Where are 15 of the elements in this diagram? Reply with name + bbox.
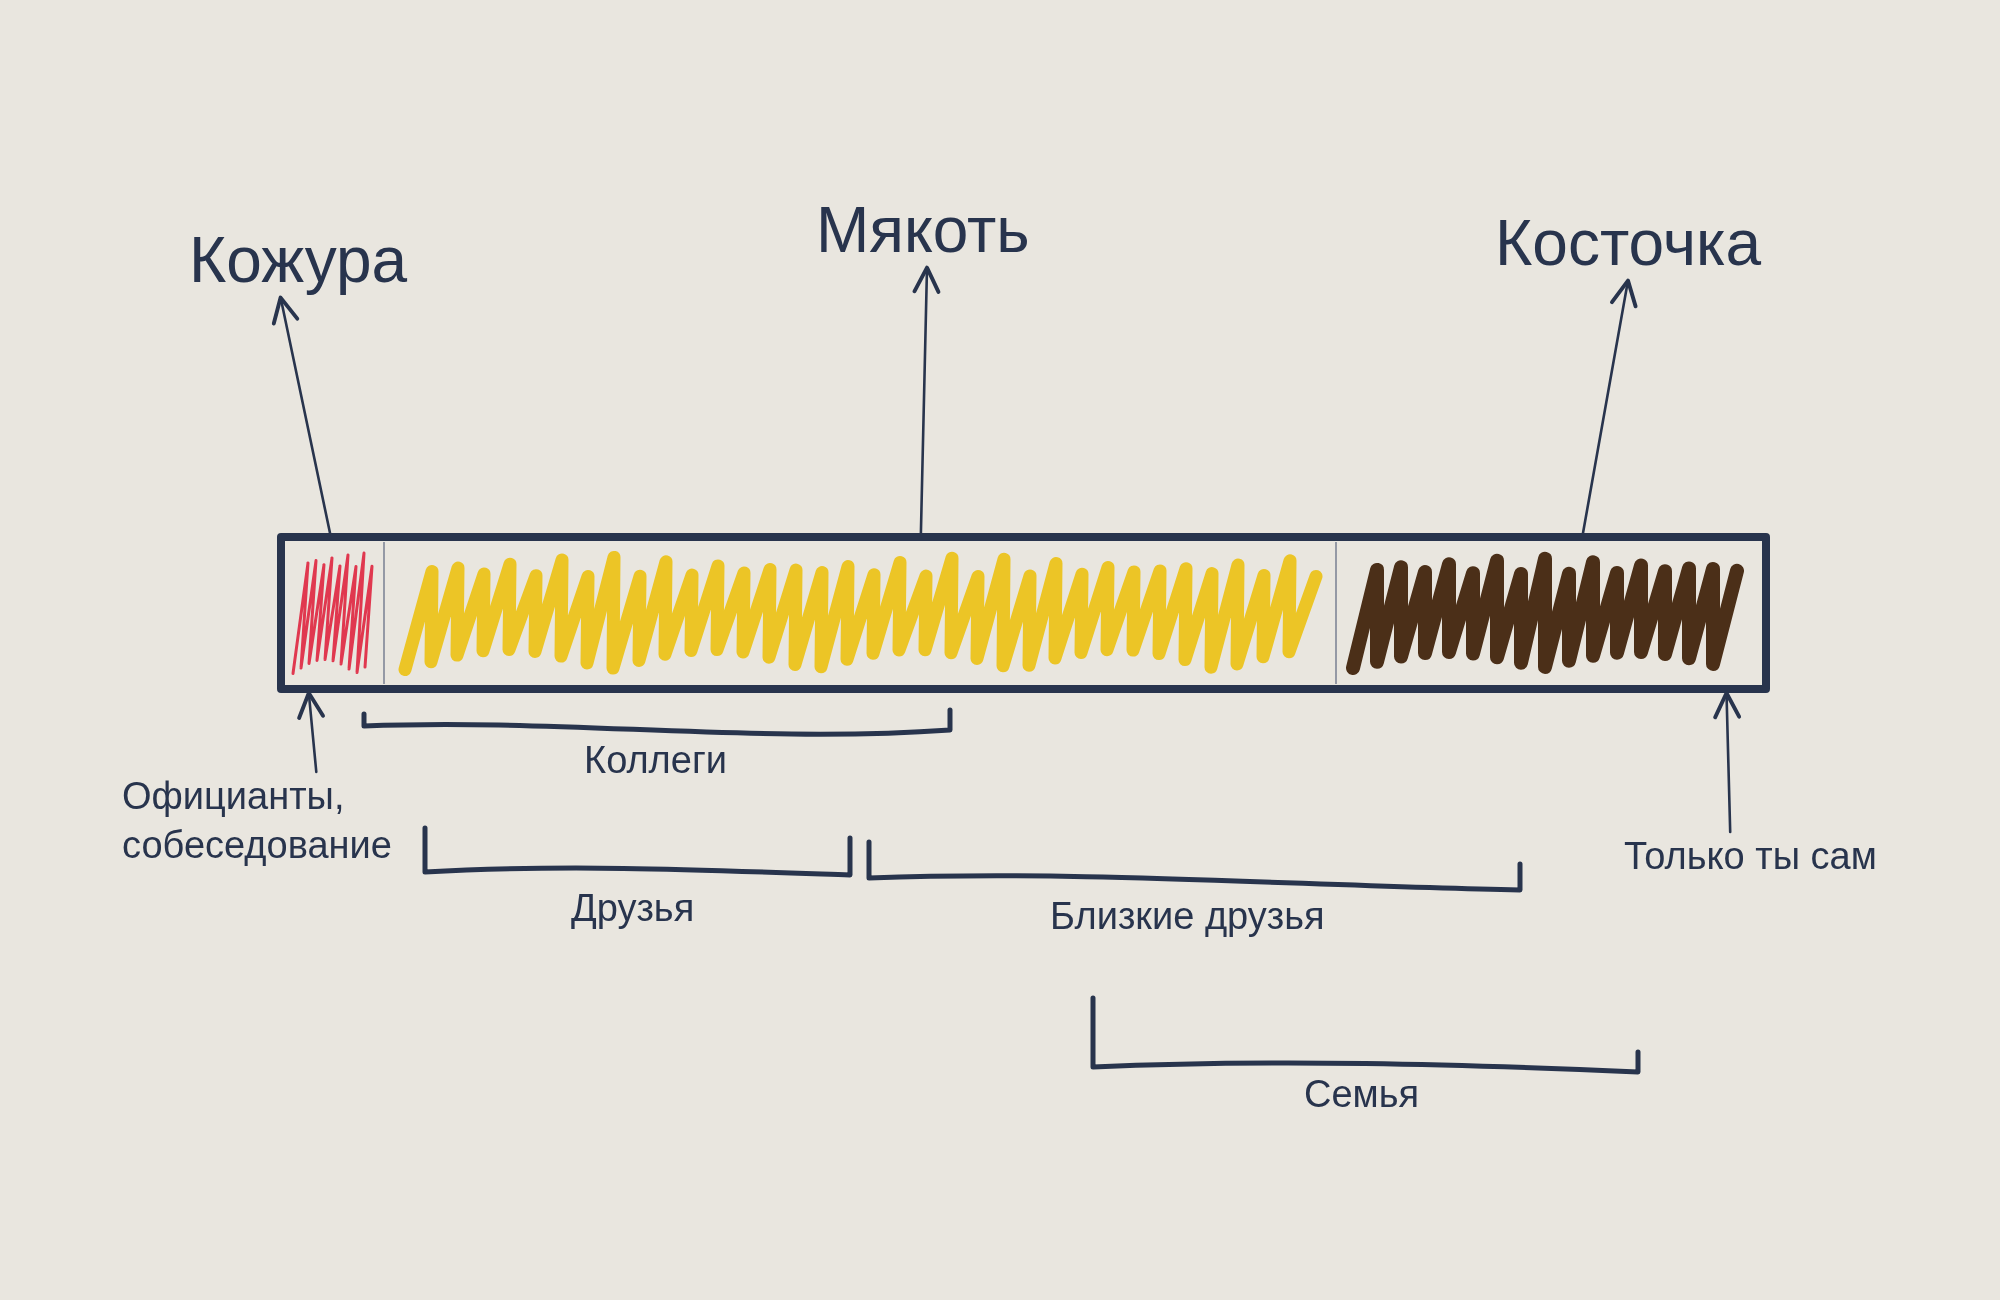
part-label: Мякоть bbox=[816, 194, 1030, 268]
arrow bbox=[297, 691, 325, 774]
arrow bbox=[912, 265, 941, 535]
bracket-caption: Семья bbox=[1304, 1072, 1420, 1117]
bar-outline bbox=[277, 533, 1770, 693]
part-label: Кожура bbox=[189, 224, 408, 298]
arrow bbox=[1581, 278, 1638, 535]
callout-text: Только ты сам bbox=[1624, 832, 1877, 882]
bracket-caption: Близкие друзья bbox=[1050, 894, 1325, 939]
callout-text: Официанты, собеседование bbox=[122, 772, 392, 871]
arrow bbox=[1713, 691, 1742, 834]
arrow bbox=[271, 295, 332, 535]
bracket-caption: Друзья bbox=[571, 886, 695, 931]
part-label: Косточка bbox=[1495, 207, 1761, 281]
bracket-caption: Коллеги bbox=[584, 738, 727, 783]
